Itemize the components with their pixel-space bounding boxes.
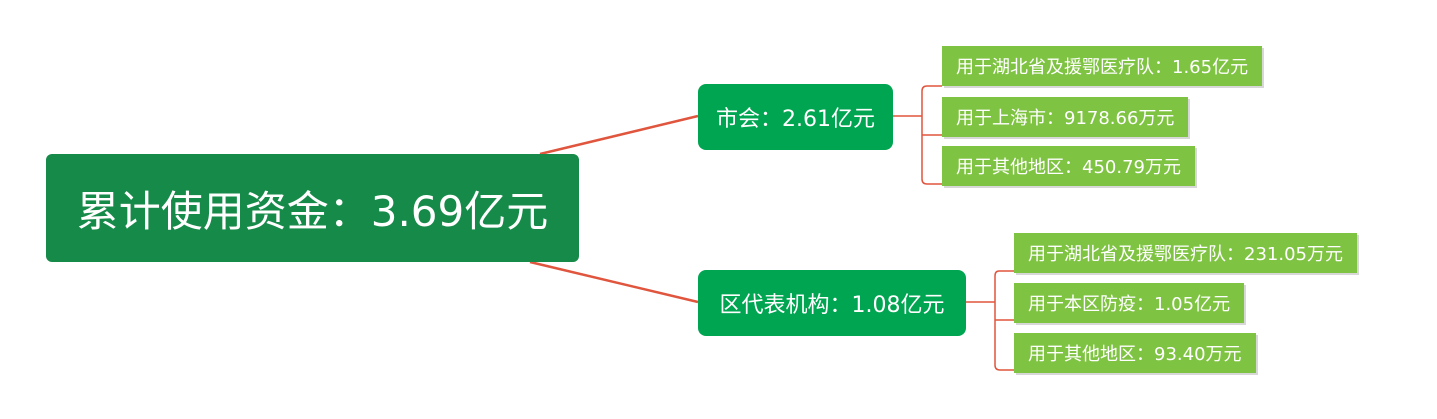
leaf-node-other-regions: 用于其他地区：450.79万元 (942, 146, 1195, 186)
leaf-node-shanghai: 用于上海市：9178.66万元 (942, 97, 1189, 137)
leaf-node-other-regions: 用于其他地区：93.40万元 (1014, 333, 1256, 373)
connector-root-to-branch-2 (529, 260, 699, 304)
connector-root-to-branch-1 (539, 114, 699, 156)
branch-node-shihui: 市会：2.61亿元 (698, 84, 893, 150)
leaf-node-hubei-medical-teams: 用于湖北省及援鄂医疗队：1.65亿元 (942, 46, 1263, 86)
root-node: 累计使用资金：3.69亿元 (46, 154, 579, 262)
branch-node-district-offices: 区代表机构：1.08亿元 (698, 270, 966, 336)
leaf-node-district-epidemic-prevention: 用于本区防疫：1.05亿元 (1014, 283, 1245, 323)
leaf-node-hubei-medical-teams: 用于湖北省及援鄂医疗队：231.05万元 (1014, 233, 1357, 273)
